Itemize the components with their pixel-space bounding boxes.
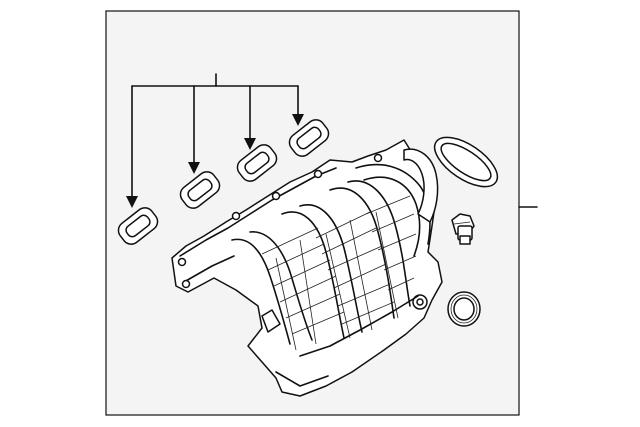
mounting-bolt	[451, 213, 475, 245]
intake-gasket-4	[288, 119, 330, 157]
sensor-seal	[447, 291, 481, 327]
intake-gasket-3	[236, 144, 278, 182]
intake-gasket-1	[117, 207, 159, 245]
throttle-body-gasket	[433, 136, 499, 188]
gasket-callout-leaders	[126, 73, 304, 208]
intake-gasket-2	[179, 171, 221, 209]
intake-manifold	[171, 139, 443, 397]
